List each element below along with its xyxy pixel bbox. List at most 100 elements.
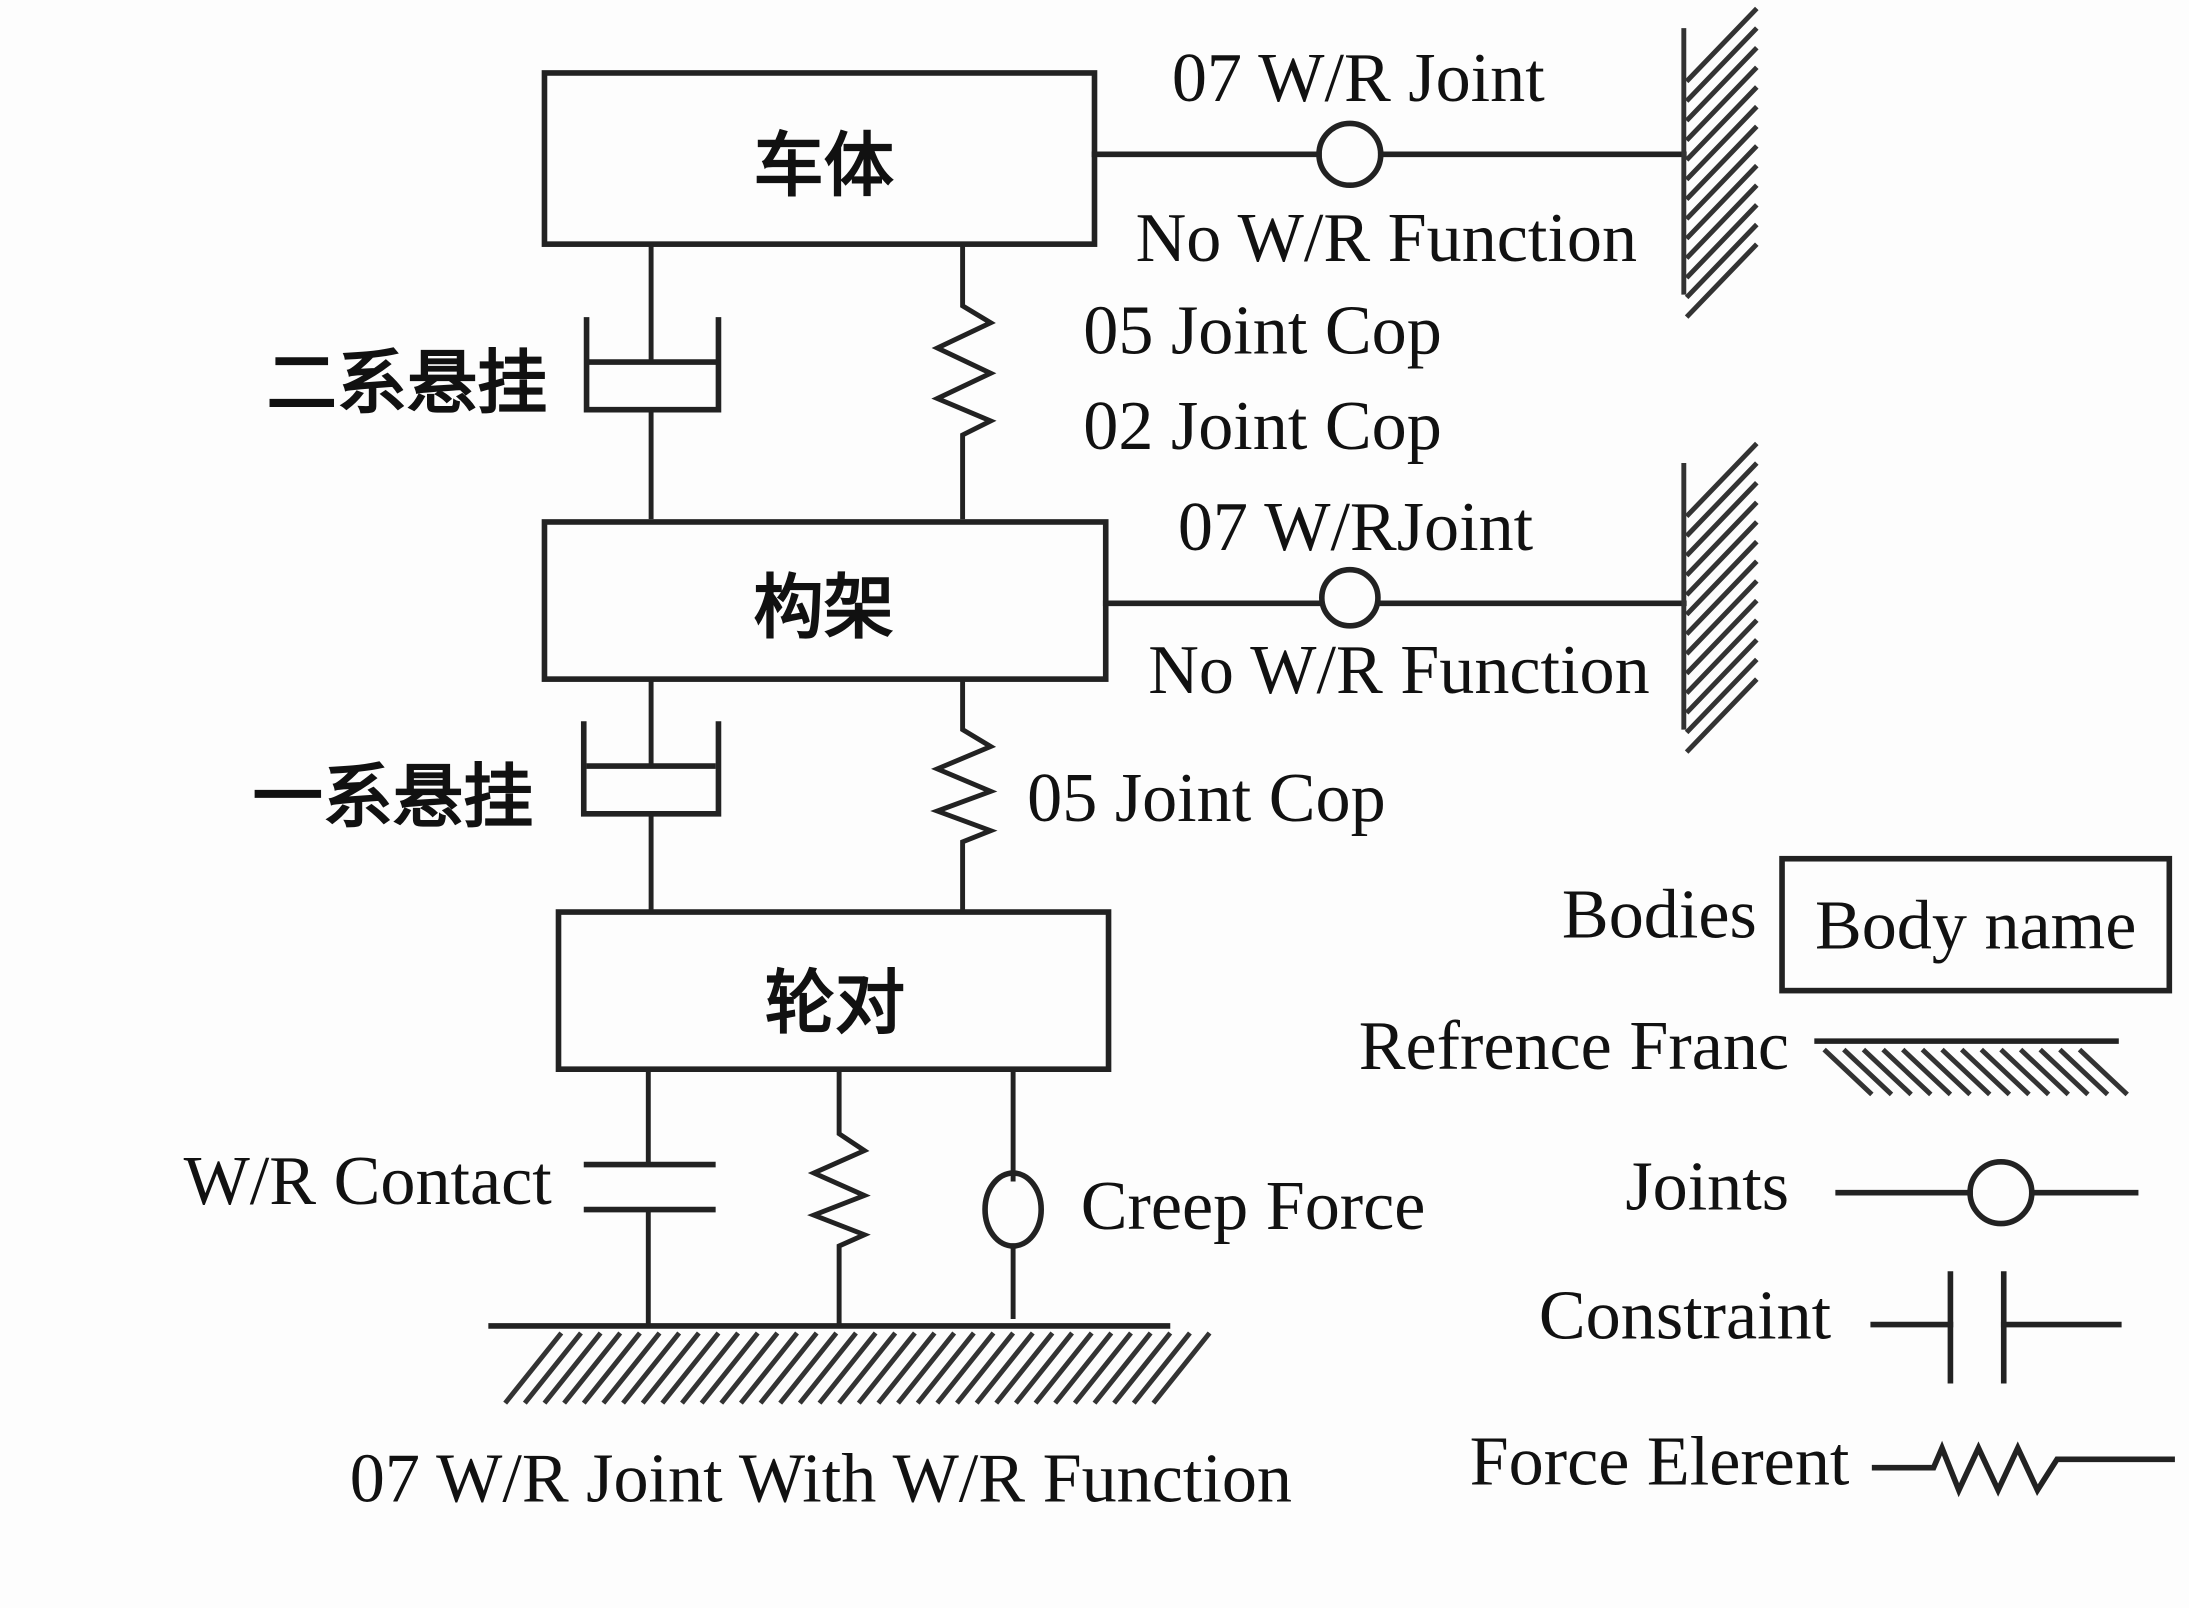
hatch-line <box>1684 539 1759 617</box>
hatch-line <box>1684 163 1759 241</box>
hatch-line <box>1092 1331 1153 1405</box>
hatch-line <box>1131 1331 1192 1405</box>
hatch-line <box>1684 144 1759 221</box>
hatch-line <box>1684 579 1759 656</box>
wr-contact-label: W/R Contact <box>184 1142 553 1220</box>
joint-icon <box>1319 566 1381 629</box>
hatch-line <box>1151 1331 1212 1405</box>
hatch-line <box>817 1331 878 1405</box>
secondary-cop-label-1: 05 Joint Cop <box>1083 292 1442 370</box>
hatch-line <box>2058 1047 2110 1097</box>
hatch-line <box>1684 6 1759 84</box>
primary-cop-label: 05 Joint Cop <box>1027 759 1386 837</box>
hatch-line <box>1684 65 1759 143</box>
wheelset-block: 轮对 <box>555 909 1112 1072</box>
hatch-line <box>1684 638 1759 715</box>
ground-joint-label: 07 W/R Joint With W/R Function <box>350 1439 1292 1517</box>
legend-hatch-icon <box>1822 1047 2129 1097</box>
hatch-line <box>621 1331 682 1405</box>
hatch-line <box>1684 104 1759 182</box>
hatch-line <box>1822 1047 1874 1097</box>
hatch-line <box>1684 598 1759 676</box>
ground-hatch <box>503 1331 1212 1405</box>
hatch-line <box>1033 1331 1094 1405</box>
car-body-box <box>541 70 1098 247</box>
hatch-line <box>797 1331 858 1405</box>
bogie-frame-block: 构架 <box>541 519 1109 682</box>
hatch-line <box>660 1331 721 1405</box>
frame-joint-function-label: No W/R Function <box>1148 631 1649 709</box>
hatch-line <box>1684 242 1759 319</box>
legend-body-box <box>1779 855 2173 994</box>
hatch-line <box>680 1331 741 1405</box>
hatch-line <box>994 1331 1055 1405</box>
hatch-line <box>1684 203 1759 280</box>
hatch-line <box>974 1331 1035 1405</box>
legend: Bodies Body name Refrence Franc Joints C… <box>1359 855 2175 1501</box>
frame-joint-label: 07 W/RJoint <box>1178 488 1534 566</box>
hatch-line <box>542 1331 603 1405</box>
legend-bodies-label: Bodies <box>1562 875 1757 953</box>
hatch-line <box>1979 1047 2031 1097</box>
wall-ground-middle <box>1681 441 1759 754</box>
hatch-line <box>1881 1047 1933 1097</box>
hatch-line <box>1684 441 1759 519</box>
legend-joint-icon <box>1967 1158 2035 1227</box>
hatch-line <box>699 1331 760 1405</box>
hatch-line <box>581 1331 642 1405</box>
car-body-joint: 07 W/R Joint No W/R Function <box>1091 39 1687 277</box>
hatch-line <box>837 1331 898 1405</box>
car-joint-label: 07 W/R Joint <box>1172 39 1545 117</box>
hatch-line <box>1684 500 1759 577</box>
hatch-line <box>1684 559 1759 636</box>
hatch-line <box>640 1331 701 1405</box>
secondary-cop-label-2: 02 Joint Cop <box>1083 387 1442 465</box>
car-joint-function-label: No W/R Function <box>1136 199 1637 277</box>
hatch-line <box>1053 1331 1114 1405</box>
wheelset-box <box>555 909 1112 1072</box>
legend-constraint-label: Constraint <box>1539 1277 1832 1355</box>
hatch-line <box>1014 1331 1074 1405</box>
wheelset-label: 轮对 <box>765 962 905 1044</box>
secondary-suspension: 二系悬挂 05 Joint Cop 02 Joint Cop <box>267 244 1442 520</box>
hatch-line <box>1684 124 1759 201</box>
hatch-line <box>915 1331 976 1405</box>
wall-ground-top <box>1681 6 1759 319</box>
hatch-line <box>1684 520 1759 597</box>
hatch-line <box>1901 1047 1953 1097</box>
hatch-line <box>562 1331 623 1405</box>
legend-joints-label: Joints <box>1625 1148 1789 1226</box>
bogie-frame-joint: 07 W/RJoint No W/R Function <box>1102 488 1687 709</box>
creep-force-label: Creep Force <box>1081 1167 1426 1245</box>
hatch-line <box>1684 46 1759 123</box>
hatch-line <box>876 1331 937 1405</box>
secondary-suspension-label: 二系悬挂 <box>267 342 548 424</box>
hatch-line <box>2077 1047 2129 1097</box>
hatch-line <box>1684 26 1759 103</box>
spring-icon <box>807 1069 871 1326</box>
hatch-line <box>1684 657 1759 735</box>
hatch-line <box>719 1331 780 1405</box>
hatch-line <box>1072 1331 1133 1405</box>
hatch-line <box>1112 1331 1173 1405</box>
spring-icon <box>931 244 997 520</box>
legend-body-name: Body name <box>1815 887 2136 965</box>
hatch-line <box>896 1331 957 1405</box>
hatch-line <box>738 1331 799 1405</box>
wheel-rail-contact: W/R Contact Creep Force <box>184 1069 1426 1326</box>
hatch-line <box>758 1331 819 1405</box>
hatch-line <box>1684 183 1759 260</box>
hatch-line <box>601 1331 662 1405</box>
hatch-line <box>1861 1047 1913 1097</box>
hatch-line <box>522 1331 583 1405</box>
spring-icon <box>930 679 998 913</box>
joint-icon <box>1316 120 1384 189</box>
hatch-line <box>1940 1047 1992 1097</box>
hatch-line <box>1842 1047 1894 1097</box>
hatch-line <box>955 1331 1016 1405</box>
bogie-frame-label: 构架 <box>754 566 894 648</box>
legend-force-element-icon <box>1871 1440 2175 1498</box>
hatch-line <box>778 1331 839 1405</box>
legend-reference-label: Refrence Franc <box>1359 1007 1789 1085</box>
